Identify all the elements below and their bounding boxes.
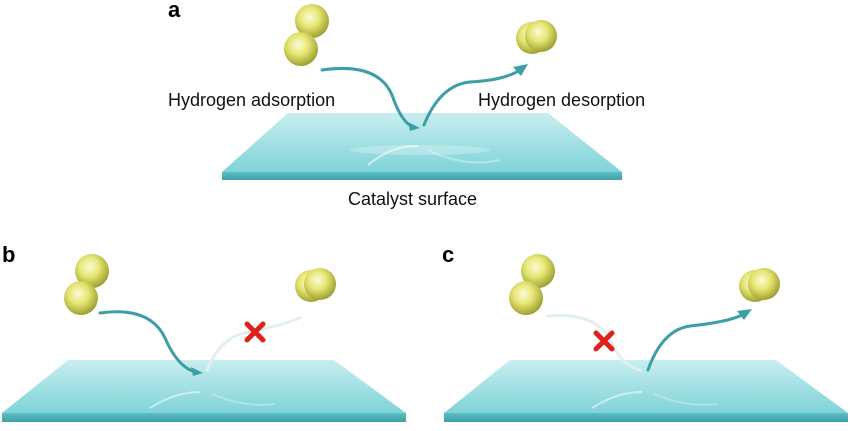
hydrogen-atom-sphere bbox=[521, 254, 555, 288]
hydrogen-atom-sphere bbox=[748, 268, 780, 300]
adsorption-arrow bbox=[98, 310, 198, 374]
hydrogen-atom-sphere bbox=[304, 268, 336, 300]
surface-reflection bbox=[149, 391, 201, 409]
hydrogen-atom-sphere bbox=[64, 281, 98, 315]
catalyst-surface-plate bbox=[444, 360, 848, 422]
panel-c: c bbox=[442, 242, 848, 422]
desorption-arrow bbox=[646, 313, 744, 372]
surface-reflection bbox=[591, 391, 643, 409]
desorption-arrowhead bbox=[513, 64, 528, 76]
panel-a: a Hydrogen adsorption Hydrogen desorptio… bbox=[168, 0, 645, 209]
panel-b: b bbox=[2, 242, 406, 422]
adsorption-arrowhead bbox=[408, 122, 420, 131]
hydrogen-atom-sphere bbox=[284, 32, 318, 66]
adsorption-arrowhead bbox=[191, 367, 203, 376]
hydrogen-atom-sphere bbox=[295, 4, 329, 38]
adsorption-arrow bbox=[320, 66, 416, 129]
blocked-adsorption-arrow bbox=[546, 314, 642, 372]
hydrogen-atom-sphere bbox=[509, 281, 543, 315]
hydrogen-atom-sphere bbox=[75, 254, 109, 288]
panel-label-c: c bbox=[442, 242, 454, 267]
catalyst-surface-plate bbox=[2, 360, 406, 422]
surface-reflection bbox=[367, 144, 419, 166]
adsorption-label: Hydrogen adsorption bbox=[168, 90, 335, 110]
catalyst-surface-plate bbox=[222, 113, 622, 180]
panel-label-a: a bbox=[168, 0, 181, 22]
blocked-desorption-arrow bbox=[205, 316, 302, 372]
surface-label: Catalyst surface bbox=[348, 189, 477, 209]
desorption-arrow bbox=[422, 68, 522, 127]
red-cross-icon bbox=[244, 321, 266, 343]
red-cross-icon bbox=[593, 330, 615, 352]
desorption-label: Hydrogen desorption bbox=[478, 90, 645, 110]
panel-label-b: b bbox=[2, 242, 15, 267]
desorption-arrowhead bbox=[737, 309, 752, 320]
hydrogen-atom-sphere bbox=[525, 20, 557, 52]
